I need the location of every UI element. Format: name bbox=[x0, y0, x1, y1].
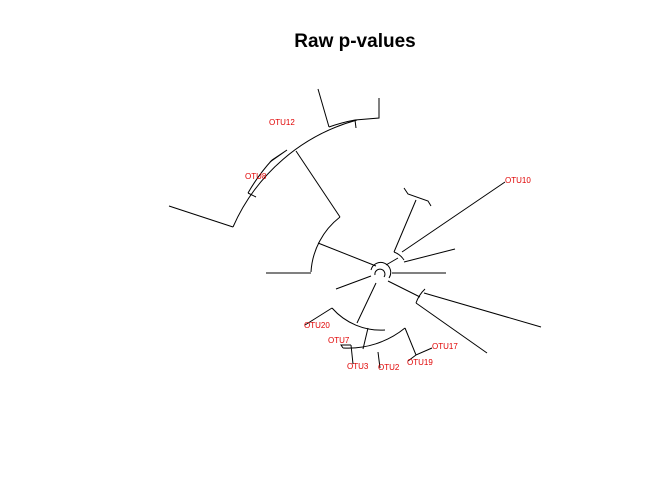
top-subclade-arc bbox=[328, 119, 356, 128]
top-branch-1 bbox=[317, 88, 330, 128]
branch-right-long bbox=[423, 292, 542, 328]
branch-to-big-arc bbox=[295, 150, 341, 218]
branch-left-short bbox=[335, 275, 372, 290]
tip-otu20-branch bbox=[304, 307, 333, 326]
branch-to-upper-left-clade bbox=[317, 242, 377, 267]
tip-label-otu3: OTU3 bbox=[347, 362, 369, 371]
branch-otu2 bbox=[377, 351, 381, 369]
branch-to-small-upper bbox=[393, 199, 417, 253]
branch-to-upper-right bbox=[385, 257, 399, 266]
branch-otu7-otu3 bbox=[340, 344, 354, 365]
arc-upper-right bbox=[393, 251, 405, 261]
branch-to-lower-clade bbox=[356, 282, 377, 324]
tip-otu12-branch bbox=[269, 149, 288, 163]
arc-right-clade bbox=[415, 288, 426, 304]
tip-label-otu2: OTU2 bbox=[378, 363, 400, 372]
plot-title: Raw p-values bbox=[294, 31, 415, 52]
branch-upper-right-short bbox=[403, 248, 456, 263]
tip-label-otu19: OTU19 bbox=[407, 358, 433, 367]
root-arc bbox=[370, 261, 392, 279]
branch-right-lower bbox=[415, 302, 488, 354]
arc-lower-clade bbox=[331, 307, 386, 331]
tip-label-otu17: OTU17 bbox=[432, 342, 458, 351]
branch-far-left bbox=[168, 205, 234, 228]
branch-to-lower-subclade bbox=[362, 327, 369, 350]
top-branch-2 bbox=[354, 119, 357, 129]
tip-label-otu12: OTU12 bbox=[269, 118, 295, 127]
branch-to-right-clade bbox=[387, 280, 421, 298]
tip-label-otu7: OTU7 bbox=[328, 336, 350, 345]
tip-label-otu10: OTU10 bbox=[505, 176, 531, 185]
arc-upper-left-clade bbox=[310, 216, 341, 273]
tree-edges bbox=[168, 88, 542, 369]
top-branch-3 bbox=[354, 98, 380, 121]
arc-lower-subclade bbox=[342, 327, 406, 349]
tip-otu8-stub bbox=[247, 192, 257, 198]
tip-label-otu8: OTU8 bbox=[245, 172, 267, 181]
tip-label-otu20: OTU20 bbox=[304, 321, 330, 330]
branch-otu17-otu19 bbox=[404, 327, 433, 362]
root-inner-arc bbox=[374, 268, 386, 278]
small-upper-fork bbox=[403, 187, 432, 207]
branch-otu10 bbox=[401, 181, 506, 253]
big-arc bbox=[232, 119, 358, 228]
